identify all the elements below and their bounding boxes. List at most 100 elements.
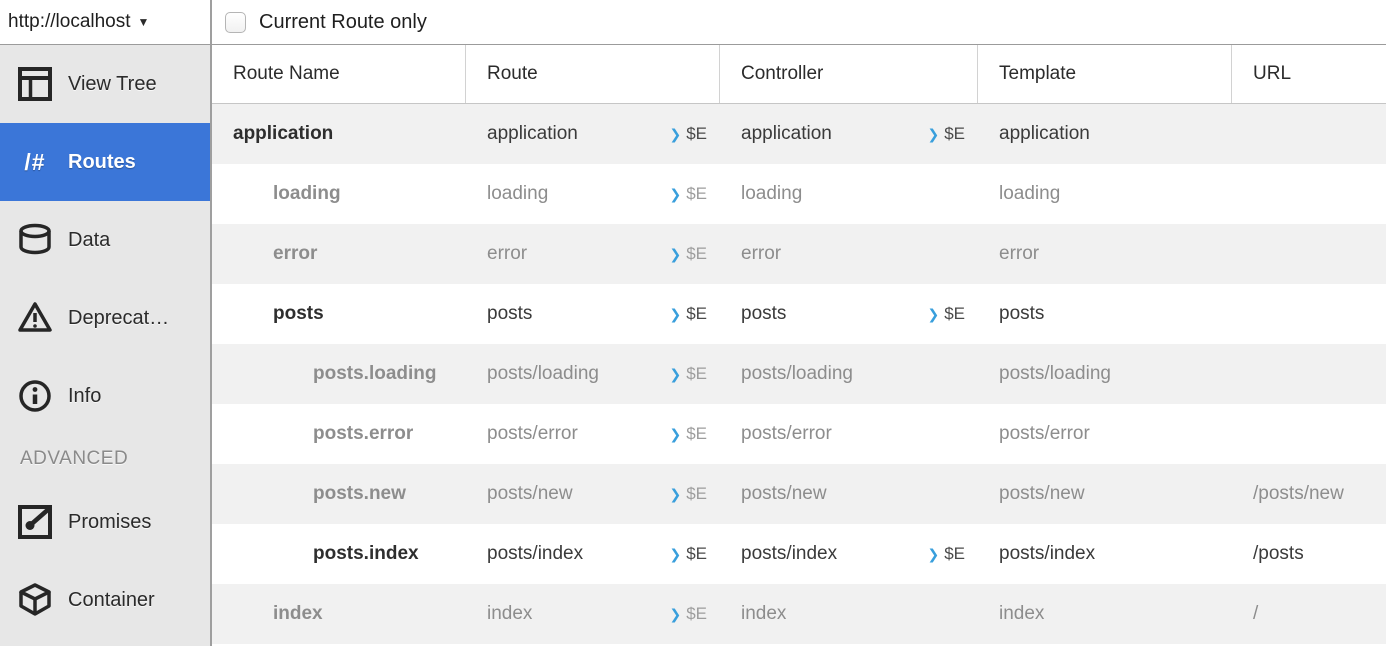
url-cell — [1231, 164, 1386, 224]
sidebar-item-info[interactable]: Info — [0, 357, 210, 435]
template-cell: error — [977, 224, 1231, 284]
template-value: posts/new — [999, 483, 1085, 504]
controller-cell: posts/loading ❯ $E — [719, 344, 977, 404]
route-name: application — [233, 123, 334, 144]
sidebar-nav: View Tree /# Routes Data — [0, 45, 210, 646]
url-value: / — [1253, 603, 1259, 624]
container-icon — [16, 581, 54, 619]
route-inspect-link[interactable]: ❯ $E — [669, 184, 707, 204]
controller-value: application — [741, 123, 832, 144]
url-cell: /posts/new — [1231, 464, 1386, 524]
url-cell — [1231, 104, 1386, 164]
route-name-cell: posts.index — [212, 524, 465, 584]
routes-toolbar: Current Route only — [212, 0, 1386, 45]
column-header-controller: Controller — [719, 45, 977, 103]
route-value: posts — [487, 303, 533, 324]
sidebar-item-routes[interactable]: /# Routes — [0, 123, 210, 201]
inspect-link-label: $E — [686, 184, 707, 203]
route-inspect-link[interactable]: ❯ $E — [669, 604, 707, 624]
template-value: posts/error — [999, 423, 1090, 444]
info-icon — [16, 377, 54, 415]
sidebar-item-label: Info — [68, 384, 102, 407]
inspect-link-label: $E — [686, 604, 707, 623]
controller-value: posts — [741, 303, 787, 324]
sidebar: http://localhost ▼ View Tree /# Routes — [0, 0, 212, 646]
sidebar-item-label: Container — [68, 588, 155, 611]
route-inspect-link[interactable]: ❯ $E — [669, 304, 707, 324]
route-inspect-link[interactable]: ❯ $E — [669, 364, 707, 384]
promises-icon — [16, 503, 54, 541]
sidebar-item-label: Deprecat… — [68, 306, 170, 329]
table-header: Route Name Route Controller Template URL — [212, 45, 1386, 104]
sidebar-item-view-tree[interactable]: View Tree — [0, 45, 210, 123]
inspect-chevron-icon: ❯ — [927, 546, 940, 562]
route-name-cell: posts.loading — [212, 344, 465, 404]
url-selector-label: http://localhost — [8, 11, 131, 32]
database-icon — [16, 221, 54, 259]
sidebar-item-label: Promises — [68, 510, 152, 533]
inspect-link-label: $E — [686, 124, 707, 143]
main-panel: Current Route only Route Name Route Cont… — [212, 0, 1386, 646]
controller-value: index — [741, 603, 787, 624]
inspect-link-label: $E — [686, 424, 707, 443]
routes-table-body: application application ❯ $E application… — [212, 104, 1386, 644]
table-row: loading loading ❯ $E loading ❯ $E loadin… — [212, 164, 1386, 224]
route-inspect-link[interactable]: ❯ $E — [669, 424, 707, 444]
controller-inspect-link[interactable]: ❯ $E — [927, 304, 965, 324]
sidebar-item-promises[interactable]: Promises — [0, 483, 210, 561]
controller-value: posts/error — [741, 423, 832, 444]
controller-inspect-link[interactable]: ❯ $E — [927, 544, 965, 564]
sidebar-item-label: Data — [68, 228, 111, 251]
route-name-cell: posts — [212, 284, 465, 344]
warning-icon — [16, 299, 54, 337]
current-route-only-checkbox[interactable] — [225, 11, 246, 33]
route-inspect-link[interactable]: ❯ $E — [669, 124, 707, 144]
route-inspect-link[interactable]: ❯ $E — [669, 244, 707, 264]
route-value: loading — [487, 183, 549, 204]
column-header-route: Route — [465, 45, 719, 103]
inspect-chevron-icon: ❯ — [669, 126, 682, 142]
inspect-link-label: $E — [944, 544, 965, 563]
inspect-link-label: $E — [686, 244, 707, 263]
controller-cell: posts/index ❯ $E — [719, 524, 977, 584]
controller-cell: posts/error ❯ $E — [719, 404, 977, 464]
sidebar-item-label: Routes — [68, 150, 136, 173]
sidebar-item-data[interactable]: Data — [0, 201, 210, 279]
route-cell: posts/new ❯ $E — [465, 464, 719, 524]
inspect-chevron-icon: ❯ — [669, 366, 682, 382]
template-cell: posts/error — [977, 404, 1231, 464]
template-cell: posts/index — [977, 524, 1231, 584]
sidebar-item-label: View Tree — [68, 72, 157, 95]
template-value: error — [999, 243, 1040, 264]
controller-value: error — [741, 243, 782, 264]
url-cell — [1231, 344, 1386, 404]
route-value: error — [487, 243, 528, 264]
inspect-link-label: $E — [686, 484, 707, 503]
url-value: /posts — [1253, 543, 1304, 564]
route-name: loading — [273, 183, 341, 204]
table-row: application application ❯ $E application… — [212, 104, 1386, 164]
inspect-link-label: $E — [944, 304, 965, 323]
sidebar-item-deprecations[interactable]: Deprecat… — [0, 279, 210, 357]
route-name: index — [273, 603, 323, 624]
route-cell: application ❯ $E — [465, 104, 719, 164]
route-value: posts/loading — [487, 363, 599, 384]
route-inspect-link[interactable]: ❯ $E — [669, 544, 707, 564]
inspect-chevron-icon: ❯ — [669, 486, 682, 502]
url-cell: /posts — [1231, 524, 1386, 584]
controller-inspect-link[interactable]: ❯ $E — [927, 124, 965, 144]
url-selector[interactable]: http://localhost ▼ — [0, 0, 210, 45]
route-name-cell: posts.new — [212, 464, 465, 524]
controller-value: posts/index — [741, 543, 838, 564]
route-inspect-link[interactable]: ❯ $E — [669, 484, 707, 504]
route-name: posts.error — [313, 423, 414, 444]
route-cell: posts/error ❯ $E — [465, 404, 719, 464]
template-cell: posts/new — [977, 464, 1231, 524]
current-route-only-label[interactable]: Current Route only — [259, 10, 427, 33]
inspect-chevron-icon: ❯ — [669, 246, 682, 262]
controller-cell: index ❯ $E — [719, 584, 977, 644]
sidebar-item-container[interactable]: Container — [0, 561, 210, 639]
url-cell — [1231, 284, 1386, 344]
route-name-cell: posts.error — [212, 404, 465, 464]
controller-cell: error ❯ $E — [719, 224, 977, 284]
